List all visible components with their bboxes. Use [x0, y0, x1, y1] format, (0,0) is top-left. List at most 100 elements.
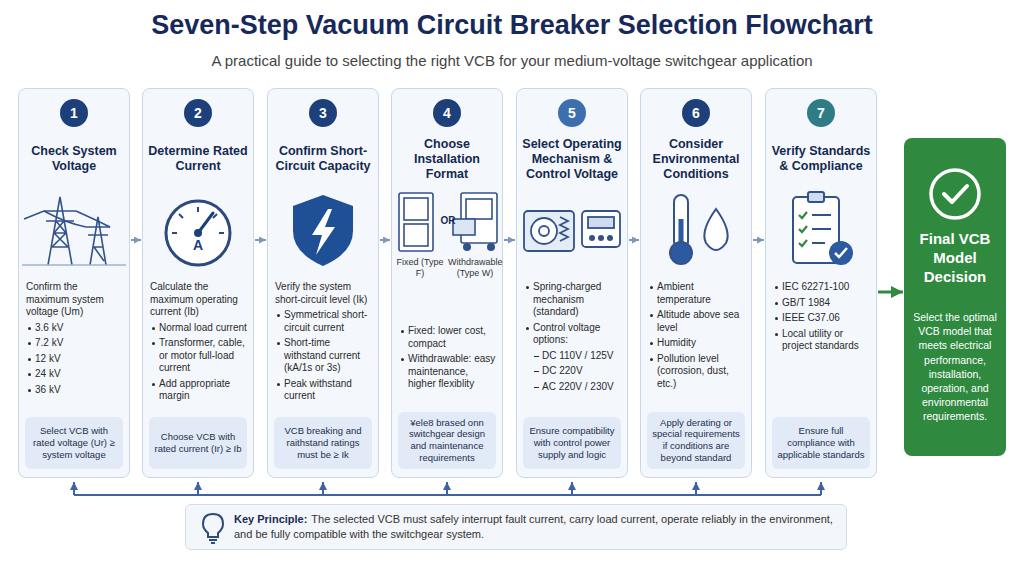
step-column: Verify Standards & ComplianceIEC 62271-1…: [765, 88, 877, 478]
step-body-row: Local utility or project standards: [773, 328, 870, 353]
step-intro: Calculate the maximum operating current …: [150, 281, 238, 317]
step-number: 4: [433, 99, 461, 127]
step-item: DC 110V / 125V: [542, 350, 614, 361]
bullet-dot: [526, 327, 529, 330]
bullet-dot: [650, 342, 653, 345]
step-item: Control voltage options:: [533, 322, 600, 346]
step-column: Confirm Short-Circuit CapacityVerify the…: [267, 88, 379, 478]
dash-mark: [534, 371, 539, 372]
step-body-row: IEEE C37.06: [773, 312, 870, 325]
step-column: Check System VoltageConfirm the maximum …: [18, 88, 130, 478]
step-body-row: DC 110V / 125V: [524, 350, 621, 363]
flow-arrow: [629, 239, 639, 241]
step-body-row: Confirm the maximum system voltage (Um): [26, 281, 123, 319]
step-number-text: 1: [70, 105, 78, 121]
result-box: Ensure compatibility with control power …: [523, 417, 621, 469]
bullet-dot: [526, 286, 529, 289]
result-text: Choose VCB with rated current (Ir) ≥ Ib: [153, 431, 243, 455]
step-heading-box: Check System Voltage: [23, 131, 125, 187]
step-item: Pollution level (corrosion, dust, etc.): [657, 353, 729, 389]
bullet-dot: [152, 327, 155, 330]
step-body-row: AC 220V / 230V: [524, 381, 621, 394]
step-item: Humidity: [657, 337, 696, 348]
bullet-dot: [28, 389, 31, 392]
step-heading: Confirm Short-Circuit Capacity: [272, 144, 374, 174]
step-body: Ambient temperatureAltitude above sea le…: [648, 281, 745, 393]
step-number: 1: [60, 99, 88, 127]
clipboard-icon: [765, 189, 877, 269]
step-number-text: 7: [817, 105, 825, 121]
step-item: 7.2 kV: [35, 337, 63, 348]
step-number: 5: [558, 99, 586, 127]
flow-arrow: [504, 239, 515, 241]
flow-arrow: [753, 239, 764, 241]
final-decision-box: Final VCB Model DecisionSelect the optim…: [904, 138, 1006, 456]
step-item: DC 220V: [542, 365, 583, 376]
step-body-row: Symmetrical short-circuit current: [275, 309, 372, 334]
final-heading: Final VCB Model Decision: [910, 230, 1000, 286]
step-intro: Verify the system short-circuit level (I…: [275, 281, 367, 305]
step-intro: Confirm the maximum system voltage (Um): [26, 281, 104, 317]
step-item: 12 kV: [35, 353, 61, 364]
step-body-row: Transformer, cable, or motor full-load c…: [150, 337, 247, 375]
result-text: Ensure compatibility with control power …: [527, 425, 617, 461]
key-principle-paragraph: Key Principle:The selected VCB must safe…: [234, 512, 834, 542]
step-body-row: 7.2 kV: [26, 337, 123, 350]
step-body-row: Ambient temperature: [648, 281, 745, 306]
bullet-dot: [650, 314, 653, 317]
step-number-text: 5: [568, 105, 576, 121]
step-number-text: 4: [443, 105, 451, 121]
step-column: Select Operating Mechanism & Control Vol…: [516, 88, 628, 478]
step-heading-box: Choose Installation Format: [396, 131, 498, 187]
result-box: Ensure full compliance with applicable s…: [772, 417, 870, 469]
step-item: Spring-charged mechanism (standard): [533, 281, 601, 317]
bullet-dot: [775, 317, 778, 320]
result-box: ¥ele8 brased onn switchgear design and m…: [398, 412, 496, 470]
step-item: Short-time withstand current (kA/1s or 3…: [284, 337, 360, 373]
step-body-row: Control voltage options:: [524, 322, 621, 347]
mechanism-icon: [516, 189, 628, 269]
step-body-row: Short-time withstand current (kA/1s or 3…: [275, 337, 372, 375]
bullet-dot: [401, 358, 404, 361]
step-number: 7: [807, 99, 835, 127]
step-heading-box: Determine Rated Current: [147, 131, 249, 187]
step-heading-box: Select Operating Mechanism & Control Vol…: [521, 131, 623, 187]
step-body-row: Peak withstand current: [275, 378, 372, 403]
step-body-row: Add appropriate margin: [150, 378, 247, 403]
bullet-dot: [277, 342, 280, 345]
dash-mark: [534, 356, 539, 357]
step-item: AC 220V / 230V: [542, 381, 614, 392]
step-item: Withdrawable: easy maintenance, higher f…: [408, 353, 495, 389]
bullet-dot: [775, 286, 778, 289]
step-body-row: GB/T 1984: [773, 297, 870, 310]
bullet-dot: [277, 383, 280, 386]
bullet-dot: [775, 333, 778, 336]
step-column: Consider Environmental ConditionsAmbient…: [640, 88, 752, 478]
result-text: Ensure full compliance with applicable s…: [776, 425, 866, 461]
gauge-icon: [142, 189, 254, 269]
step-body: IEC 62271-100GB/T 1984IEEE C37.06Local u…: [773, 281, 870, 356]
title: Seven-Step Vacuum Circuit Breaker Select…: [0, 10, 1024, 41]
result-text: Apply derating or special requirements i…: [651, 417, 741, 465]
feedback-bus: [74, 482, 821, 495]
step-body-row: Fixed: lower cost, compact: [399, 325, 496, 350]
step-number: 3: [309, 99, 337, 127]
step-item: 36 kV: [35, 384, 61, 395]
bullet-dot: [650, 286, 653, 289]
step-heading: Verify Standards & Compliance: [770, 144, 872, 174]
bullet-dot: [28, 358, 31, 361]
icon-label: Fixed (Type F): [394, 257, 446, 279]
step-body-row: Verify the system short-circuit level (I…: [275, 281, 372, 306]
tower-icon: [18, 189, 130, 269]
key-principle-body: The selected VCB must safely interrupt f…: [234, 513, 833, 540]
flow-arrow: [878, 291, 903, 294]
step-body-row: DC 220V: [524, 365, 621, 378]
step-number-text: 6: [692, 105, 700, 121]
result-text: Select VCB with rated voltage (Ur) ≥ sys…: [29, 425, 119, 461]
step-column: Determine Rated CurrentCalculate the max…: [142, 88, 254, 478]
step-body-row: Calculate the maximum operating current …: [150, 281, 247, 319]
result-text: VCB breaking and raithstand ratings must…: [278, 425, 368, 461]
check-icon: [904, 164, 1006, 224]
step-column: Choose Installation FormatFixed: lower c…: [391, 88, 503, 478]
